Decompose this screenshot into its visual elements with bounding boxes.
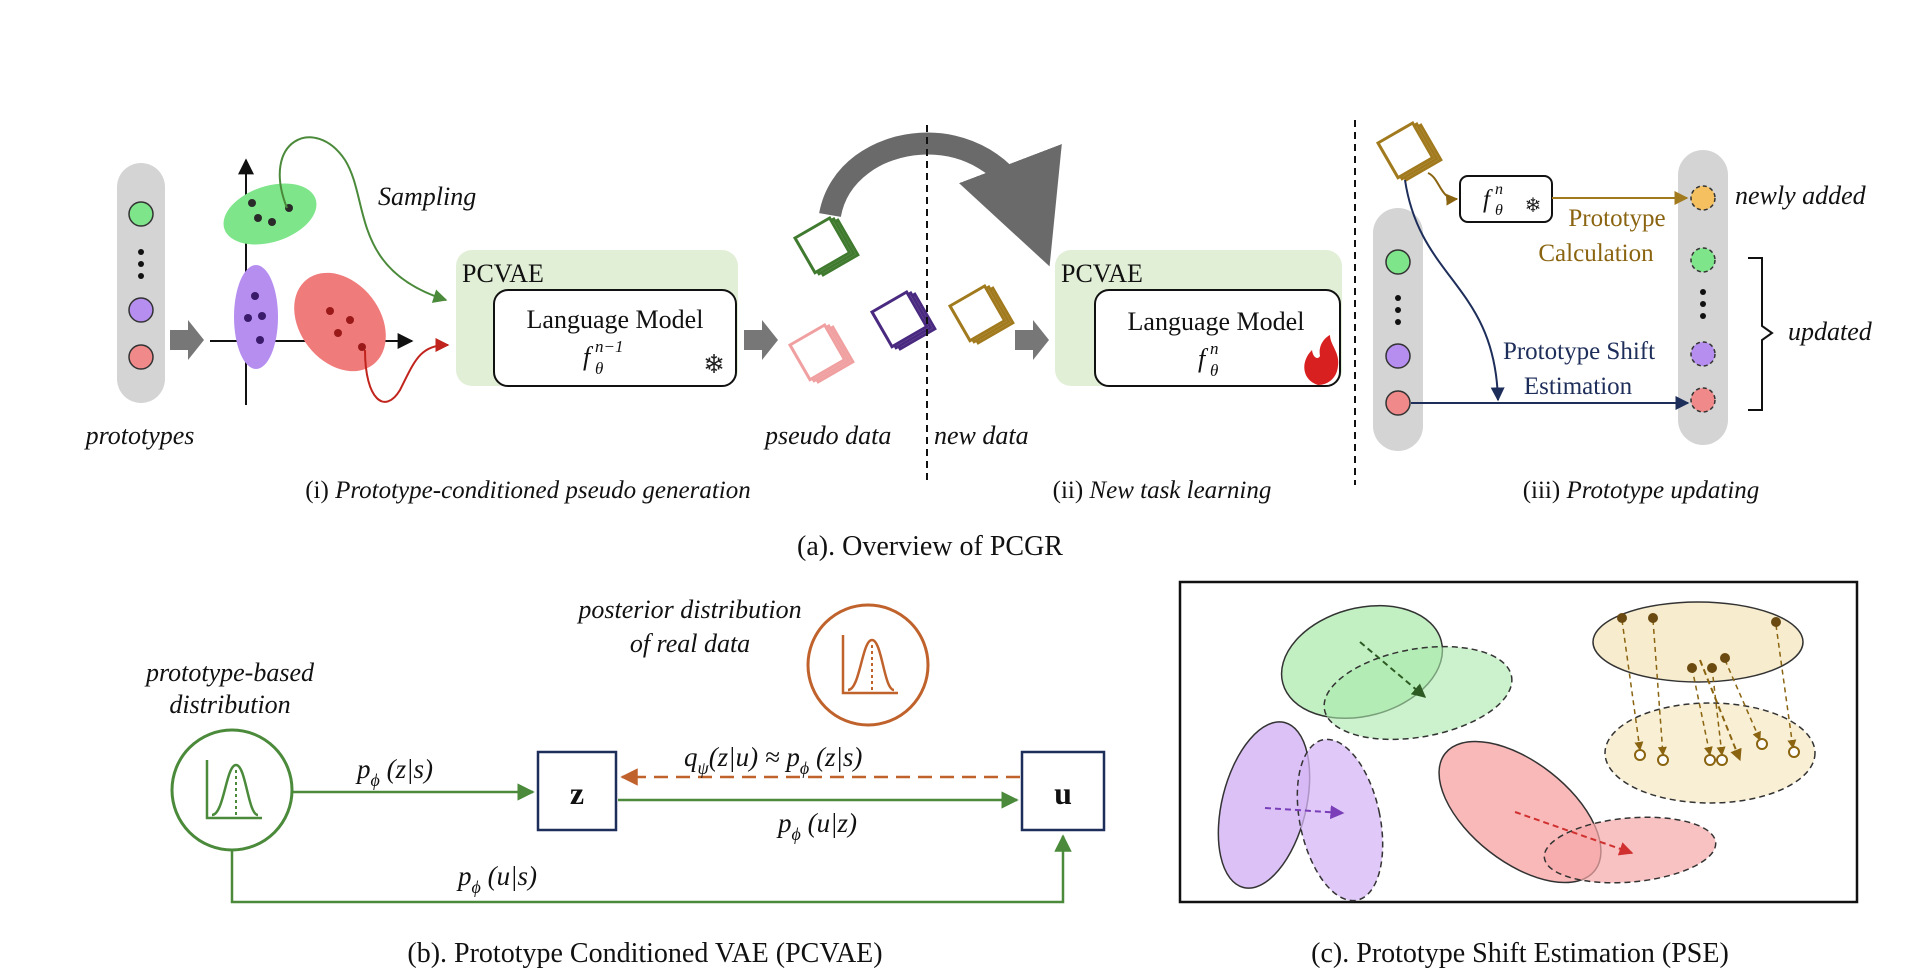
prototypes-label: prototypes	[84, 421, 195, 450]
sampling-arrow-red	[364, 338, 450, 403]
prototype-bar-old	[1373, 208, 1423, 451]
svg-text:θ: θ	[1495, 202, 1503, 219]
pcvae-label-1: PCVAE	[462, 259, 544, 288]
z-node	[536, 750, 618, 832]
svg-text:n: n	[1495, 181, 1503, 198]
pse-gold-cluster	[1592, 601, 1816, 804]
svg-text:f: f	[1198, 344, 1209, 373]
caption-b: (b). Prototype Conditioned VAE (PCVAE)	[407, 938, 882, 969]
svg-text:n: n	[1210, 339, 1219, 358]
caption-iii: (iii) Prototype updating	[1523, 477, 1760, 504]
block-arrow-3	[1015, 320, 1049, 360]
label-q-approx: qψ(z|u) ≈ pϕ (z|s)	[684, 742, 862, 778]
shift-label-2: Estimation	[1524, 373, 1633, 400]
edge-s-to-u	[230, 834, 1072, 904]
pse-purple-cluster	[1217, 721, 1384, 902]
prior-distribution-icon	[170, 728, 294, 852]
calc-label-1: Prototype	[1568, 205, 1665, 232]
new-data-icon	[947, 283, 1015, 345]
svg-text:θ: θ	[595, 359, 603, 378]
pcvae-label-2: PCVAE	[1061, 259, 1143, 288]
pseudo-data-purple-icon	[869, 289, 937, 351]
caption-ii: (ii) New task learning	[1053, 477, 1272, 504]
pseudo-data-green-icon	[792, 215, 860, 277]
new-data-label: new data	[934, 421, 1029, 450]
lm-label-1: Language Model	[527, 305, 704, 334]
label-p-z-s: pϕ (z|s)	[355, 754, 433, 790]
snowflake-small-icon: ❄	[1525, 195, 1542, 217]
updated-label: updated	[1788, 317, 1873, 346]
doc-to-func-arrow	[1427, 172, 1459, 206]
sampling-axes	[210, 158, 414, 405]
sampling-label: Sampling	[378, 182, 476, 211]
big-curved-arrow	[819, 132, 1062, 267]
snowflake-icon: ❄	[703, 350, 725, 379]
prototype-bar-left	[117, 163, 165, 403]
svg-text:f: f	[1483, 186, 1493, 213]
pse-red-cluster	[1438, 740, 1717, 884]
lm-func-2: f θ n	[1198, 339, 1219, 380]
caption-i: (i) Prototype-conditioned pseudo generat…	[305, 477, 751, 504]
svg-text:n−1: n−1	[595, 337, 623, 356]
updated-brace	[1748, 257, 1774, 411]
prior-label-1: prototype-based	[144, 658, 315, 687]
label-p-u-s: pϕ (u|s)	[456, 861, 537, 897]
new-data-doc-iii-icon	[1375, 120, 1443, 182]
pseudo-data-label: pseudo data	[763, 421, 891, 450]
prior-label-2: distribution	[169, 690, 290, 719]
label-p-u-z: pϕ (u|z)	[776, 808, 857, 844]
posterior-label-2: of real data	[630, 629, 750, 658]
block-arrow-1	[170, 320, 204, 360]
caption-c: (c). Prototype Shift Estimation (PSE)	[1311, 938, 1729, 969]
u-node-label: u	[1054, 775, 1072, 811]
u-node	[1020, 750, 1106, 832]
shift-arrow-curve	[1404, 179, 1505, 402]
z-node-label: z	[570, 775, 584, 811]
lm-func-1: f θ n−1	[583, 337, 623, 378]
small-func: f θ n	[1483, 181, 1503, 219]
posterior-distribution-icon	[806, 603, 930, 727]
svg-text:θ: θ	[1210, 361, 1218, 380]
pcvae-box-2	[1055, 250, 1342, 387]
sampling-arrow-green	[278, 136, 448, 303]
newly-added-label: newly added	[1735, 181, 1867, 210]
pse-green-cluster	[1280, 604, 1513, 741]
block-arrow-2	[744, 320, 778, 360]
fire-icon	[1304, 335, 1339, 385]
pcvae-box-1	[456, 250, 738, 387]
pseudo-data-pink-icon	[787, 322, 855, 384]
shift-label-1: Prototype Shift	[1503, 338, 1655, 365]
posterior-label-1: posterior distribution	[576, 595, 801, 624]
caption-a: (a). Overview of PCGR	[797, 531, 1063, 562]
svg-text:f: f	[583, 342, 594, 371]
calc-label-2: Calculation	[1538, 240, 1654, 267]
prototype-bar-new	[1678, 150, 1728, 445]
lm-label-2: Language Model	[1128, 307, 1305, 336]
